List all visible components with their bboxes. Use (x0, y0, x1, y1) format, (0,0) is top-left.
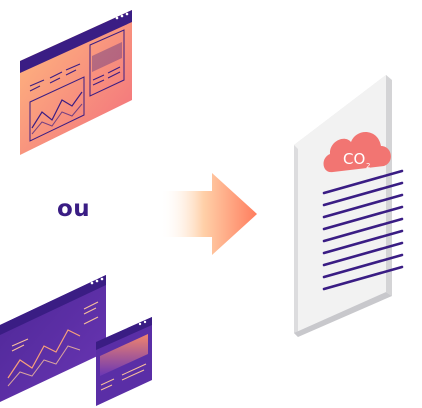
document-line (322, 229, 404, 255)
document-line (322, 265, 404, 291)
dashboard-light-chart (29, 76, 85, 142)
document-line (322, 205, 404, 231)
connector-label: ou (57, 196, 91, 222)
dashboard-light-titlebar (20, 10, 132, 73)
dashboard-light-icon (20, 10, 132, 155)
document-text-lines (322, 169, 404, 291)
dashboard-light-subpanel (89, 29, 125, 97)
cloud-subscript: 2 (366, 162, 370, 170)
cloud-label: CO (343, 150, 365, 168)
dashboard-light-frame (20, 10, 132, 155)
arrow-right-icon (160, 173, 257, 255)
document-line (322, 217, 404, 243)
dashboard-dark-icon (0, 275, 152, 406)
document-line (322, 169, 404, 195)
dashboard-dark-frame (0, 275, 106, 402)
document-line (322, 193, 404, 219)
co2-cloud-icon: CO 2 (323, 131, 391, 173)
document-line (322, 253, 404, 279)
document-line (322, 241, 404, 267)
document-line (322, 181, 404, 207)
document-icon (294, 75, 392, 337)
